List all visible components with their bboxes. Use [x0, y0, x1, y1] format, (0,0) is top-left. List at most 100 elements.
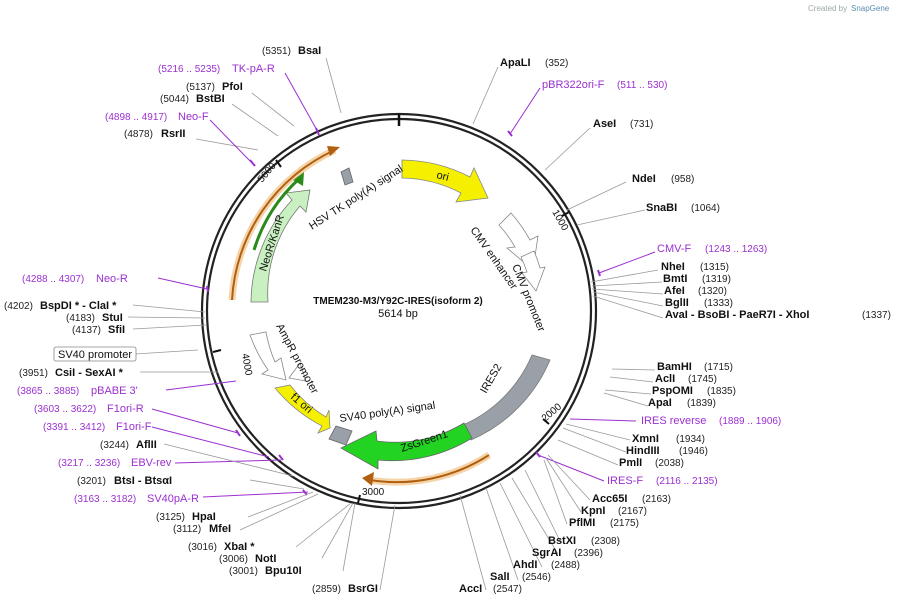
enzyme-asei: AseI — [593, 118, 616, 130]
primer-neo-r: Neo-R — [96, 273, 128, 285]
enzyme-pos-mfei: (3112) — [173, 524, 201, 535]
primer-ires-reverse: IRES reverse — [641, 415, 706, 427]
hsvtk-polya-block — [340, 167, 354, 186]
hsvtk-polya-label: HSV TK poly(A) signal — [307, 163, 405, 233]
enzyme-pos-sfii: (4137) — [72, 325, 101, 336]
primer-mark-ebv — [278, 454, 284, 461]
orf-arc-neo-outer — [231, 149, 336, 301]
enzyme-stui: StuI — [102, 312, 123, 324]
tick-4000-mark — [212, 349, 222, 353]
enzyme-pos-bmti: (1319) — [702, 274, 731, 285]
tick-4000: 4000 — [239, 353, 254, 377]
enzyme-pos-aflii: (3244) — [100, 440, 129, 451]
primer-pos-ebv-rev: (3217 .. 3236) — [58, 458, 120, 469]
orf-arrowhead-neo — [293, 172, 304, 186]
orf-arc-zsgreen — [369, 454, 490, 484]
plasmid-length: 5614 bp — [378, 308, 418, 320]
enzyme-pos-snabi: (1064) — [691, 203, 720, 214]
enzyme-pos-ahdi: (2488) — [551, 560, 580, 571]
enzyme-btsi: BtsI - BtsαI — [114, 475, 172, 487]
enzyme-pos-pflmi: (2175) — [610, 518, 639, 529]
enzyme-pos-hindiii: (1946) — [679, 446, 708, 457]
enzyme-apali: ApaLI — [500, 57, 531, 69]
enzyme-pos-noti: (3006) — [219, 554, 248, 565]
ampr-promoter-tip — [288, 362, 307, 382]
ori-label: ori — [435, 169, 450, 184]
enzyme-afei: AfeI — [664, 285, 685, 297]
f1-ori-arrow — [274, 384, 331, 434]
enzyme-pspomi: PspOMI — [652, 385, 693, 397]
enzyme-pos-pspomi: (1835) — [707, 386, 736, 397]
plasmid-title: TMEM230-M3/Y92C-IRES(isoform 2) — [313, 296, 482, 307]
enzyme-xhoi-group: AvaI - BsoBI - PaeR7I - XhoI — [665, 309, 809, 321]
enzyme-pos-nhei: (1315) — [700, 262, 729, 273]
enzyme-pos-asei: (731) — [630, 119, 653, 130]
primer-pos-tk-pa-r: (5216 .. 5235) — [158, 64, 220, 75]
leader-lines — [127, 57, 664, 591]
enzyme-pos-pfoi: (5137) — [186, 82, 215, 93]
enzyme-pos-bsrgi: (2859) — [312, 584, 341, 595]
orf-arc-neo — [252, 176, 302, 251]
enzyme-bamhi: BamHI — [657, 361, 692, 373]
neor-kanr-arrow — [250, 189, 311, 303]
tick-1000-mark — [561, 211, 570, 217]
sv40-promoter-label: SV40 promoter — [58, 349, 132, 361]
enzyme-pos-acli: (1745) — [688, 374, 717, 385]
primer-pbr322ori-f: pBR322ori-F — [542, 79, 605, 91]
enzyme-pmli: PmlI — [619, 457, 642, 469]
primer-ires-f: IRES-F — [607, 475, 643, 487]
ires2-block — [462, 354, 551, 441]
enzyme-pos-apali: (352) — [545, 58, 568, 69]
tick-5000-mark — [275, 159, 282, 168]
enzyme-acci: AccI — [459, 583, 482, 595]
primer-tk-pa-r: TK-pA-R — [232, 63, 275, 75]
enzyme-nhei: NheI — [661, 261, 685, 273]
enzyme-hpai: HpaI — [192, 511, 216, 523]
primer-pos-pbr322ori-f: (511 .. 530) — [617, 80, 667, 91]
tick-3000-mark — [357, 494, 361, 504]
enzyme-bmti: BmtI — [663, 273, 687, 285]
enzyme-pflmi: PflMI — [569, 517, 595, 529]
enzyme-hindiii: HindIII — [626, 445, 660, 457]
enzyme-pos-ndei: (958) — [671, 174, 694, 185]
credit-text: Created by — [808, 4, 847, 13]
tick-2000-mark — [542, 418, 550, 425]
enzyme-ahdi: AhdI — [513, 559, 537, 571]
ori-arrow — [401, 159, 489, 203]
primer-pos-ires-f: (2116 .. 2135) — [656, 476, 718, 487]
enzyme-pos-acc65i: (2163) — [642, 494, 671, 505]
primer-mark-neor — [206, 285, 209, 293]
enzyme-acli: AclI — [655, 373, 675, 385]
enzyme-mfei: MfeI — [209, 523, 231, 535]
enzyme-sgrai: SgrAI — [532, 547, 561, 559]
primer-ebv-rev: EBV-rev — [131, 457, 172, 469]
enzyme-pos-pmli: (2038) — [655, 458, 684, 469]
sv40-promoter-box — [53, 346, 137, 362]
enzyme-pos-sali: (2546) — [522, 572, 551, 583]
enzyme-pos-bpu10i: (3001) — [229, 566, 258, 577]
enzyme-rsrii: RsrII — [161, 128, 185, 140]
neor-kanr-label: NeoR/KanR — [257, 213, 287, 273]
enzyme-pos-rsrii: (4878) — [124, 129, 153, 140]
enzyme-pos-xmni: (1934) — [676, 434, 705, 445]
primer-mark-iresf — [535, 451, 541, 458]
primer-pos-cmv-f: (1243 .. 1263) — [705, 244, 767, 255]
primer-neo-f: Neo-F — [178, 111, 209, 123]
enzyme-bpu10i: Bpu10I — [265, 565, 302, 577]
enzyme-bsrgi: BsrGI — [348, 583, 378, 595]
enzyme-apai: ApaI — [648, 397, 672, 409]
enzyme-pos-kpni: (2167) — [618, 506, 647, 517]
enzyme-sfii: SfiI — [108, 324, 125, 336]
sv40-polya-block — [328, 425, 353, 446]
enzyme-acc65i: Acc65I — [592, 493, 627, 505]
enzyme-pos-sgrai: (2396) — [574, 548, 603, 559]
enzyme-pfoi: PfoI — [222, 81, 243, 93]
enzyme-pos-apai: (1839) — [687, 398, 716, 409]
enzyme-pos-xhoi-group: (1337) — [862, 310, 891, 321]
enzyme-pos-xbai: (3016) — [188, 542, 217, 553]
enzyme-pos-stui: (4183) — [66, 313, 95, 324]
enzyme-pos-bstbi: (5044) — [160, 94, 189, 105]
enzyme-pos-csii: (3951) — [19, 368, 48, 379]
enzyme-clai: BspDI * - ClaI * — [40, 300, 117, 312]
